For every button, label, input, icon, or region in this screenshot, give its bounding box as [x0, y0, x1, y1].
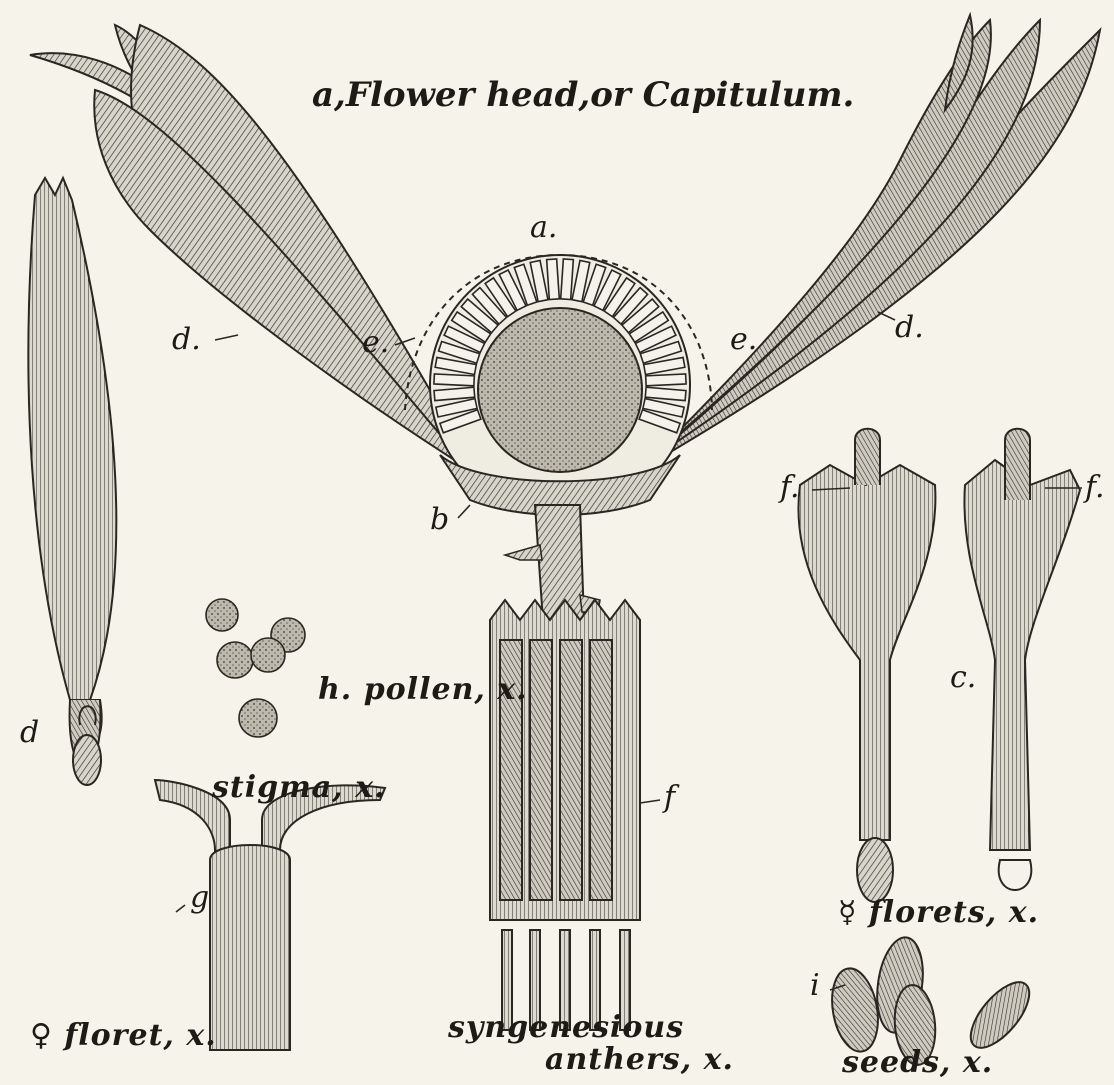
- label-hermaphrodite-florets: ☿ florets, x.: [838, 895, 1039, 930]
- label-syngenesious: syngenesious: [448, 1010, 684, 1045]
- label-f-right: f.: [1085, 470, 1105, 505]
- disc-floret: [646, 374, 686, 386]
- label-b: b: [430, 502, 449, 537]
- disc-floret: [547, 259, 560, 300]
- stem-bract: [505, 545, 542, 560]
- label-e-left: e.: [362, 325, 389, 360]
- label-d-floret: d: [20, 715, 39, 750]
- capitulum: [405, 255, 712, 515]
- label-i: i: [810, 968, 820, 1003]
- label-c: c.: [950, 660, 976, 695]
- label-f-left: f.: [780, 470, 800, 505]
- female-floret-drawing: [28, 178, 116, 785]
- label-seeds: seeds, x.: [842, 1045, 993, 1080]
- label-d-left: d.: [172, 322, 201, 357]
- stigma-drawing: [155, 780, 385, 1050]
- disc-floret: [561, 259, 574, 300]
- disc-floret: [434, 374, 474, 386]
- label-d-right: d.: [895, 310, 924, 345]
- pollen-grains: [206, 599, 305, 737]
- label-a: a.: [530, 210, 557, 245]
- label-female-floret: ♀ floret, x.: [30, 1018, 217, 1053]
- label-g: g: [190, 880, 209, 915]
- plate-title: a,Flower head,or Capitulum.: [312, 75, 854, 115]
- label-anthers: anthers, x.: [545, 1042, 734, 1077]
- label-e-right: e.: [730, 322, 757, 357]
- florets-drawing: [798, 429, 1080, 902]
- label-pollen: h. pollen, x.: [318, 672, 528, 707]
- label-stigma: stigma, x.: [212, 770, 386, 805]
- label-f-anther: f: [664, 780, 675, 815]
- anthers-drawing: [490, 600, 640, 1030]
